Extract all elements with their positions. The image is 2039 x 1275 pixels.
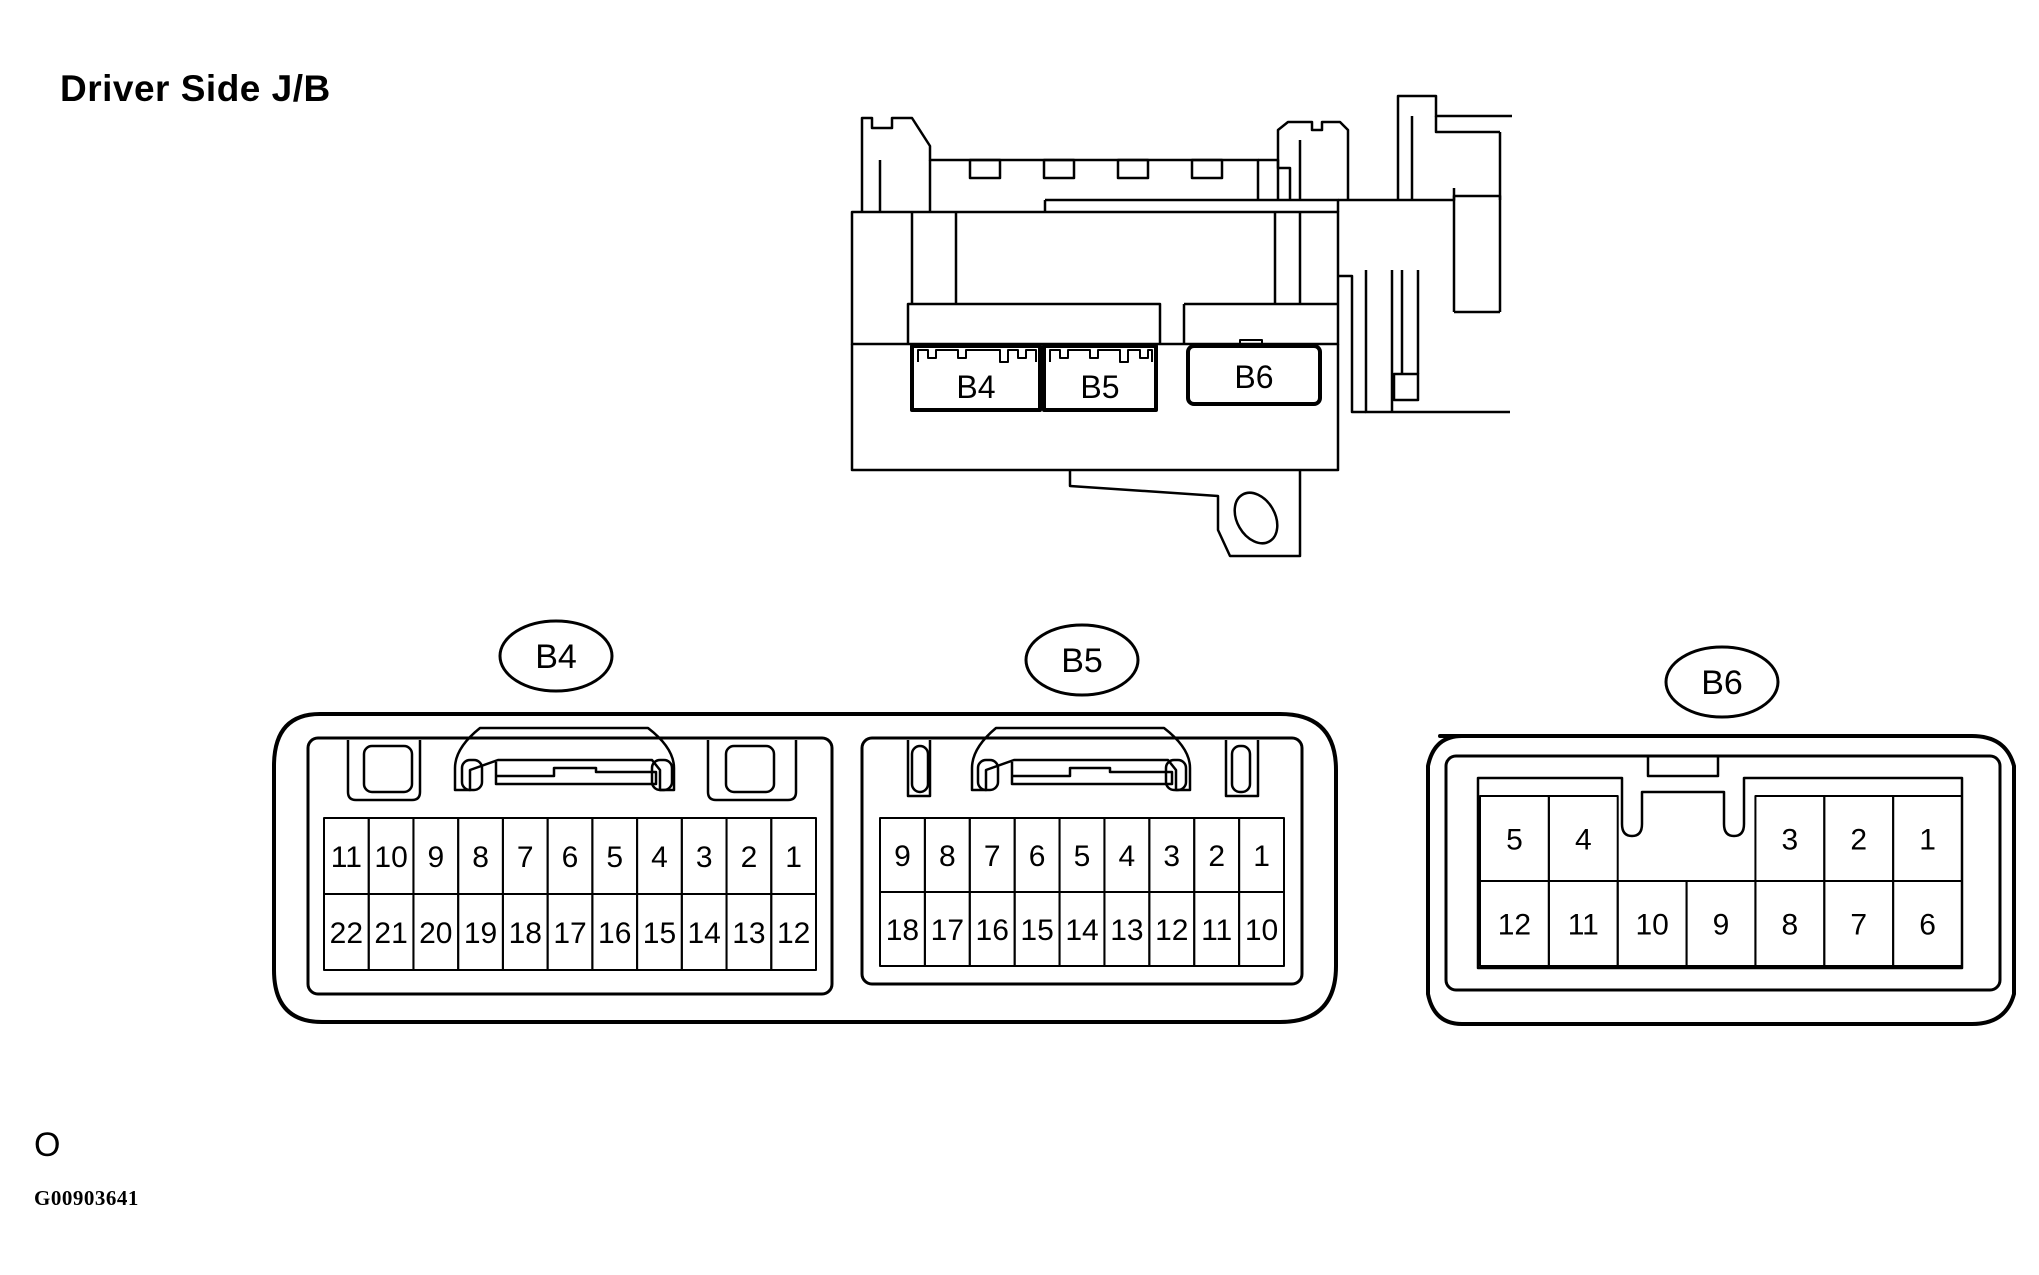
pin-number: 5 [1506,823,1523,856]
jb-label-b5: B5 [1080,369,1119,405]
pin-number: 10 [1245,914,1278,947]
connector-label-ellipse [1024,623,1140,697]
pin-number: 18 [509,917,542,950]
junction-box-illustration: B4 B5 B6 [850,94,1512,558]
pin-number: 21 [374,917,407,950]
pin-number: 1 [1253,840,1270,873]
pin-number: 12 [777,917,810,950]
figure-mark: O [34,1126,61,1164]
pin-number: 6 [562,841,579,874]
pin-number: 13 [1110,914,1143,947]
pin-number: 8 [1782,908,1799,941]
pin-number: 9 [427,841,444,874]
pin-number: 11 [1568,908,1599,941]
pin-cell [1238,891,1285,967]
pin-number: 11 [331,841,362,874]
pin-number: 22 [330,917,363,950]
connector-label-text: B6 [1701,664,1743,702]
pin-number: 10 [374,841,407,874]
pin-number: 8 [472,841,489,874]
connector-label-b6: B6 [1664,645,1780,719]
connector-label-text: B5 [1061,642,1103,680]
pin-number: 3 [696,841,713,874]
pin-number: 19 [464,917,497,950]
pin-number: 18 [886,914,919,947]
pin-number: 1 [785,841,802,874]
pin-cell [1892,880,1963,967]
pin-number: 4 [1575,823,1592,856]
pin-number: 7 [517,841,534,874]
connector-b6-housing [1426,734,2016,1026]
connector-label-ellipse [1664,645,1780,719]
pin-number: 20 [419,917,452,950]
pin-cell [770,893,817,971]
pin-number: 7 [1850,908,1867,941]
pin-grid-b6: 5 4 3 2 1 12 11 10 9 8 7 6 [1479,795,1963,967]
jb-label-b4: B4 [956,369,995,405]
pin-number: 7 [984,840,1001,873]
pin-number: 5 [606,841,623,874]
pin-number: 10 [1635,908,1668,941]
pin-number: 14 [687,917,720,950]
pin-number: 15 [1020,914,1053,947]
pin-number: 12 [1498,908,1531,941]
connector-label-b4: B4 [498,619,614,693]
pin-number: 4 [1119,840,1136,873]
pin-number: 12 [1155,914,1188,947]
pin-number: 8 [939,840,956,873]
pin-number: 9 [1713,908,1730,941]
connector-label-ellipse [498,619,614,693]
pin-number: 3 [1163,840,1180,873]
pin-number: 2 [1850,823,1867,856]
pin-number: 2 [1208,840,1225,873]
pin-number: 15 [643,917,676,950]
pin-number: 4 [651,841,668,874]
pin-number: 3 [1782,823,1799,856]
pin-number: 17 [931,914,964,947]
figure-id: G00903641 [34,1186,139,1210]
pin-number: 11 [1201,914,1232,947]
pin-number: 6 [1919,908,1936,941]
connector-label-text: B4 [535,638,577,676]
pin-number: 5 [1074,840,1091,873]
pin-number: 9 [894,840,911,873]
pin-number: 1 [1919,823,1936,856]
pin-number: 14 [1065,914,1098,947]
connector-b4-b5-housing [272,712,1338,1024]
pin-number: 6 [1029,840,1046,873]
pin-number: 16 [598,917,631,950]
pin-number: 17 [553,917,586,950]
pin-number: 2 [741,841,758,874]
jb-label-b6: B6 [1234,359,1273,395]
pin-number: 13 [732,917,765,950]
diagram-title: Driver Side J/B [60,68,331,109]
pin-number: 16 [976,914,1009,947]
connector-label-b5: B5 [1024,623,1140,697]
